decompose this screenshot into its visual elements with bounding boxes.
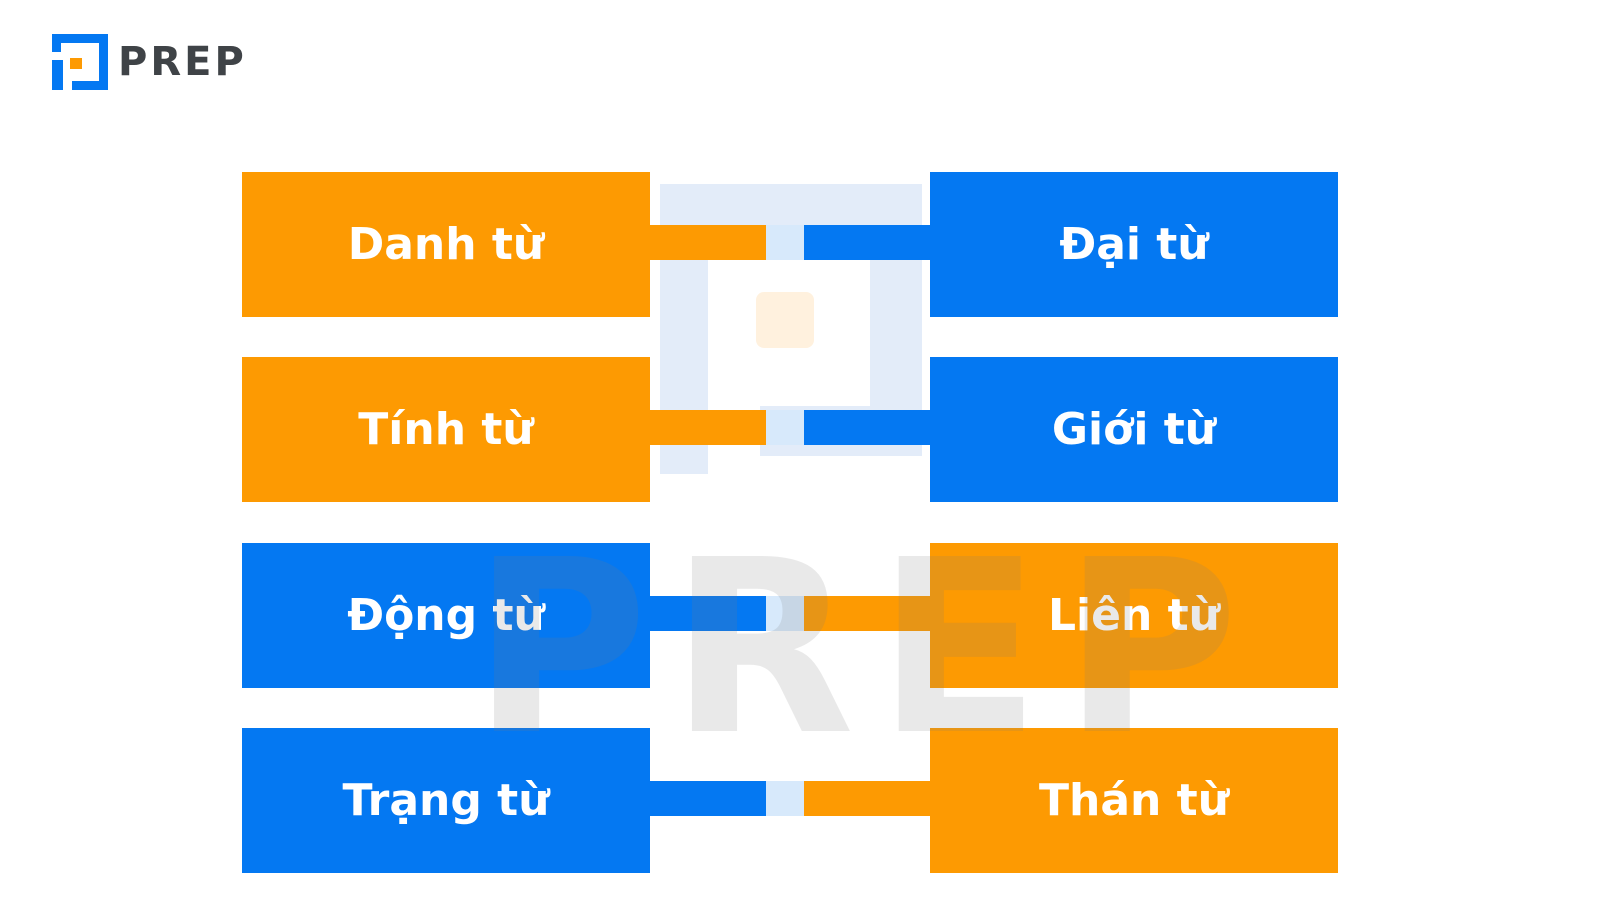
word-class-box: Liên từ [930,543,1338,688]
word-class-label: Động từ [347,590,545,641]
word-class-box: Đại từ [930,172,1338,317]
connector-gap [766,781,804,816]
word-class-label: Trạng từ [342,775,550,826]
brand-name: PREP [118,39,247,85]
word-class-box: Danh từ [242,172,650,317]
connector-bar-right [804,596,930,631]
connector-gap [766,596,804,631]
connector-bar-left [640,781,766,816]
word-class-label: Thán từ [1038,775,1230,826]
word-class-label: Danh từ [347,219,545,270]
brand-logo: PREP [52,34,247,90]
word-class-label: Tính từ [358,404,534,455]
word-class-box: Tính từ [242,357,650,502]
connector-bar-right [804,410,930,445]
connector-bar-right [804,225,930,260]
word-class-box: Giới từ [930,357,1338,502]
word-class-label: Đại từ [1059,219,1209,270]
connector-bar-left [640,410,766,445]
word-class-label: Liên từ [1048,590,1220,641]
connector-bar-right [804,781,930,816]
connector-gap [766,225,804,260]
watermark-text: PREP [472,508,1261,788]
connector-bar-left [640,596,766,631]
word-class-label: Giới từ [1051,404,1217,455]
prep-logo-icon [52,34,108,90]
word-class-box: Trạng từ [242,728,650,873]
word-class-box: Thán từ [930,728,1338,873]
connector-bar-left [640,225,766,260]
word-class-box: Động từ [242,543,650,688]
connector-gap [766,410,804,445]
